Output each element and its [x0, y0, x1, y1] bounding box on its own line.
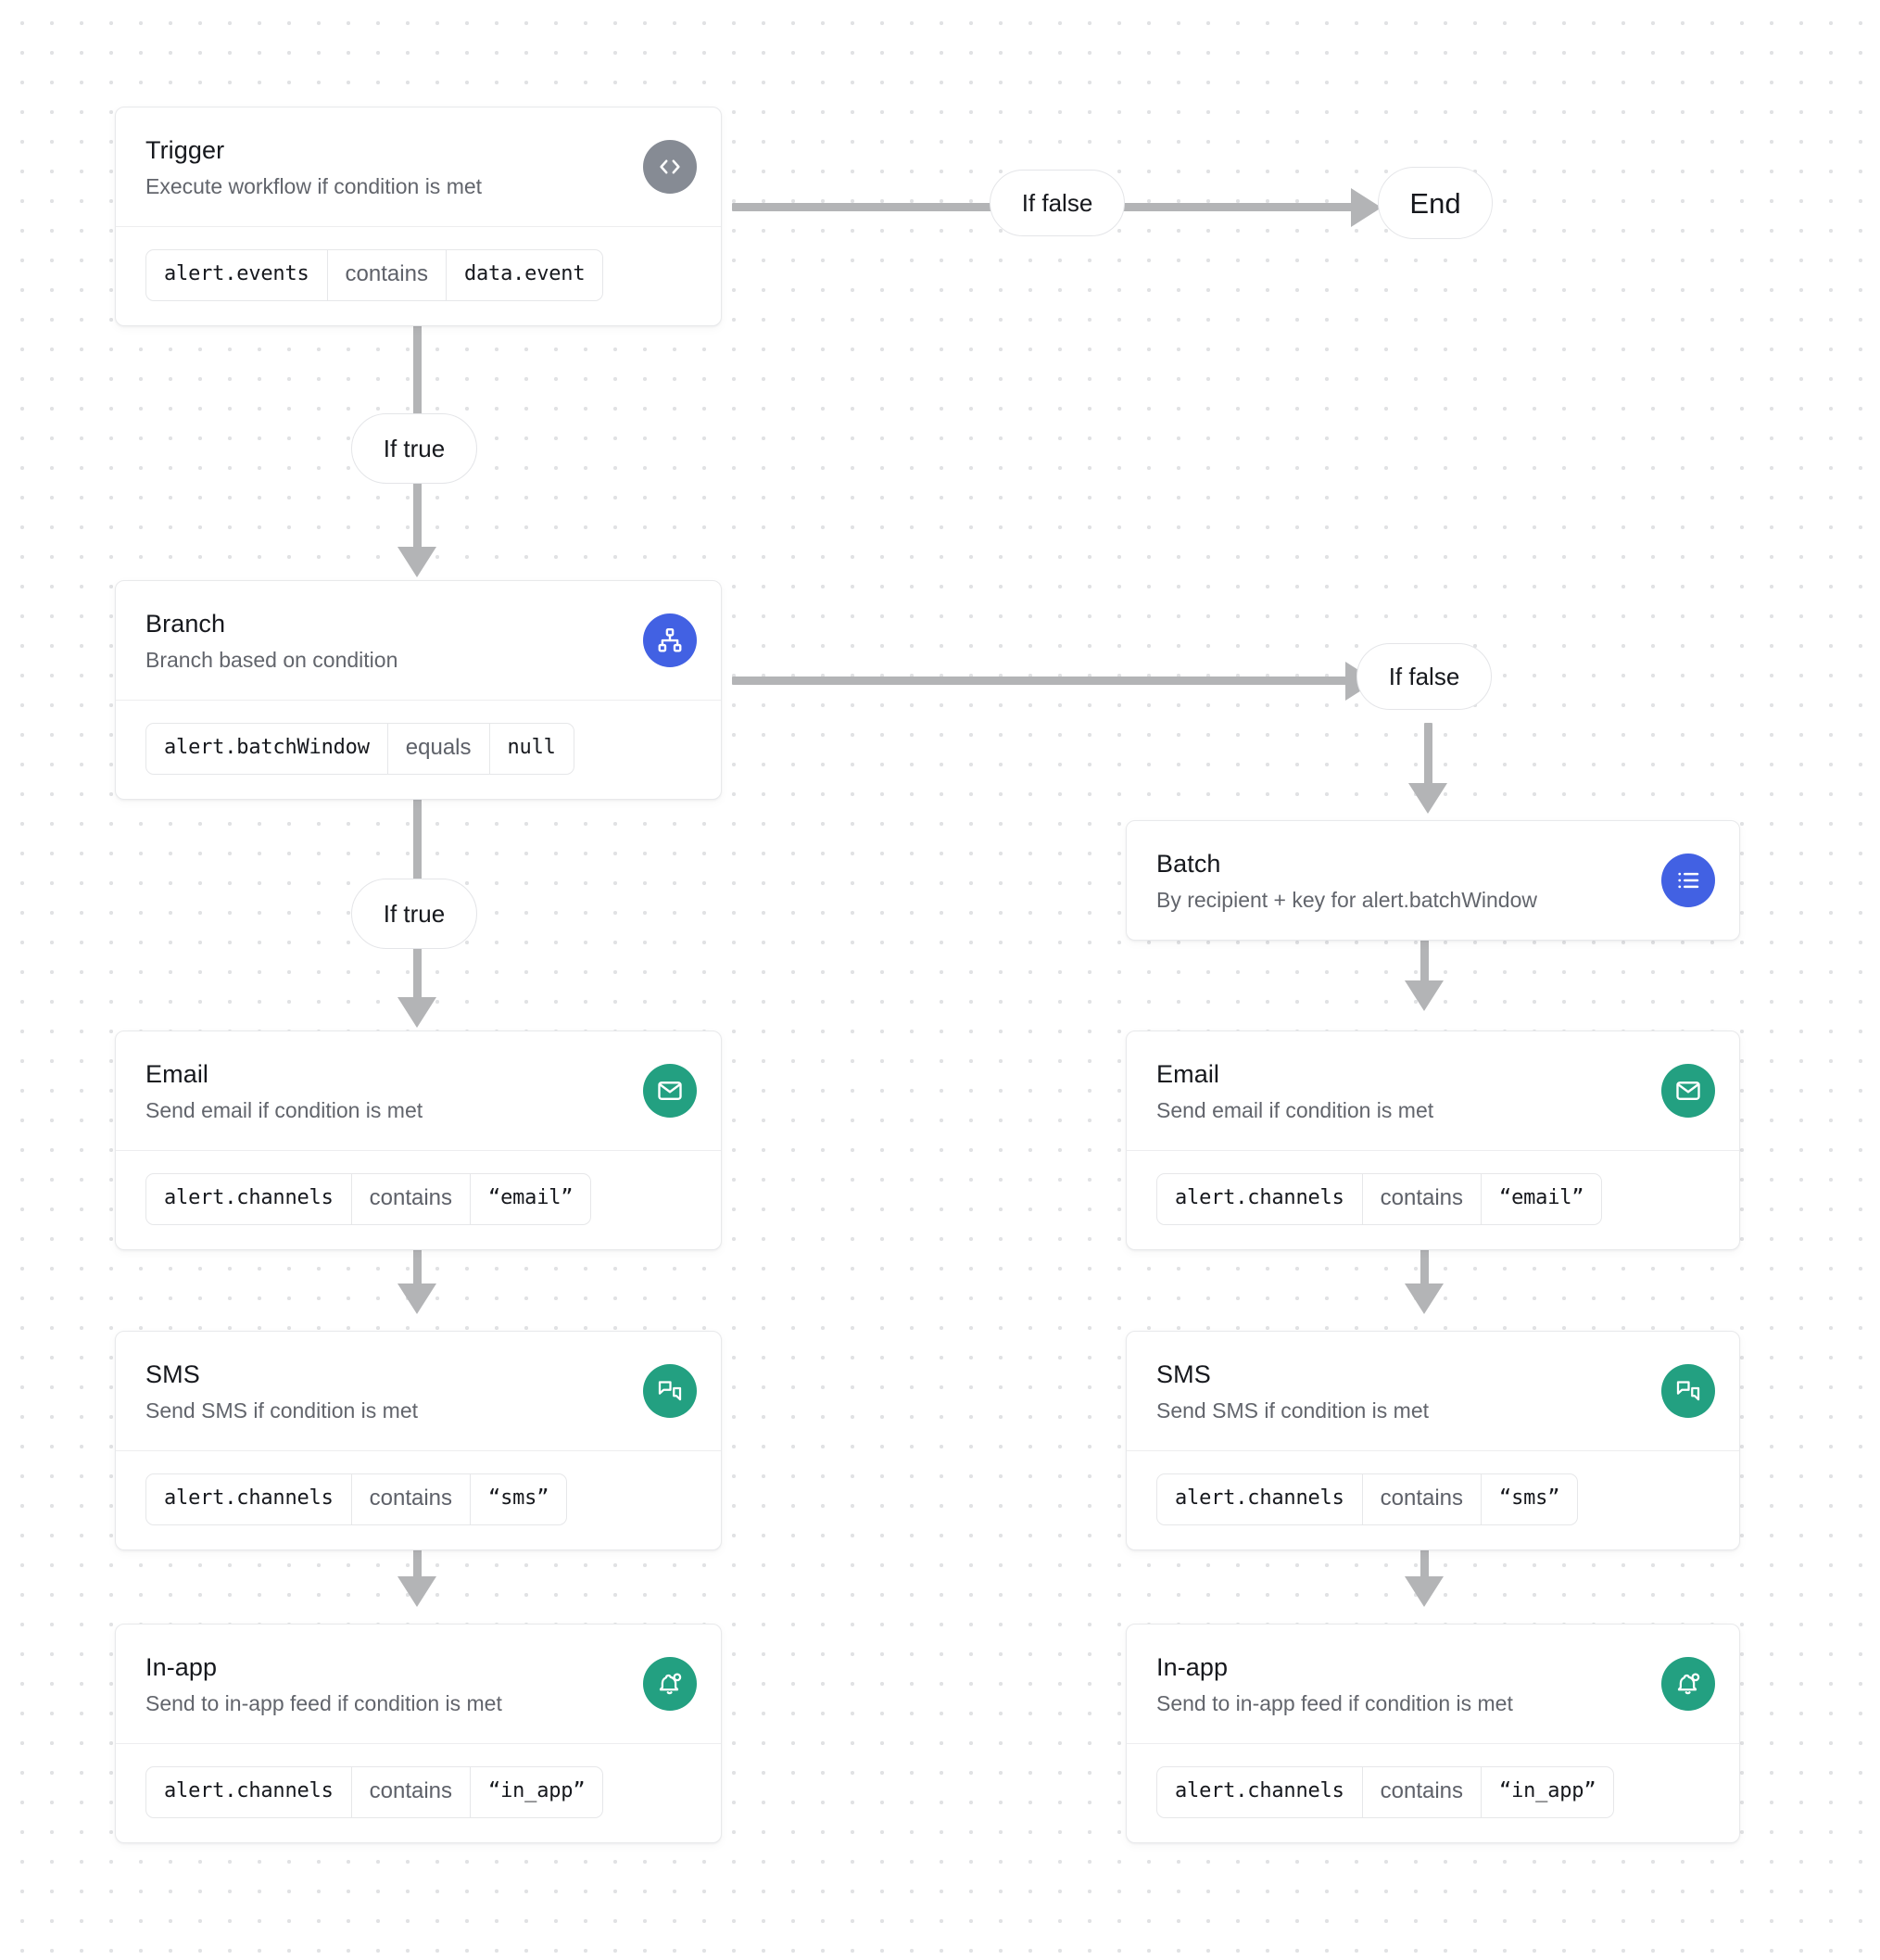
condition-value: null — [488, 724, 574, 774]
node-end-label: End — [1409, 186, 1461, 220]
node-branch-subtitle: Branch based on condition — [145, 648, 398, 672]
condition-operator: contains — [350, 1174, 470, 1224]
node-sms-left-header: SMS Send SMS if condition is met — [116, 1332, 721, 1450]
condition-field: alert.channels — [164, 1779, 334, 1802]
node-email-right-condition[interactable]: alert.channels contains “email” — [1127, 1150, 1739, 1249]
edge-label-branch-if-false[interactable]: If false — [1356, 643, 1492, 710]
node-end[interactable]: End — [1378, 167, 1493, 239]
condition-pill[interactable]: alert.events contains data.event — [145, 249, 604, 301]
node-trigger-title: Trigger — [145, 136, 225, 164]
condition-field: alert.channels — [164, 1186, 334, 1209]
node-email-right-title: Email — [1156, 1060, 1220, 1088]
node-email-left-subtitle: Send email if condition is met — [145, 1098, 423, 1122]
node-sms-right-condition[interactable]: alert.channels contains “sms” — [1127, 1450, 1739, 1549]
node-inapp-left-header: In-app Send to in-app feed if condition … — [116, 1625, 721, 1743]
bell-dot-icon — [643, 1657, 697, 1711]
condition-value: “in_app” — [470, 1767, 602, 1817]
node-branch-condition[interactable]: alert.batchWindow equals null — [116, 700, 721, 799]
node-email-left-title: Email — [145, 1060, 209, 1088]
condition-pill[interactable]: alert.channels contains “in_app” — [145, 1766, 604, 1818]
envelope-icon — [1661, 1064, 1715, 1118]
condition-operator: contains — [350, 1767, 470, 1817]
condition-operator: equals — [386, 724, 489, 774]
node-sms-left[interactable]: SMS Send SMS if condition is met alert.c… — [115, 1331, 722, 1550]
node-inapp-right-condition[interactable]: alert.channels contains “in_app” — [1127, 1743, 1739, 1842]
edge-label-text: If true — [383, 900, 446, 928]
node-inapp-right-header: In-app Send to in-app feed if condition … — [1127, 1625, 1739, 1743]
edge-label-trigger-if-true[interactable]: If true — [351, 413, 477, 484]
condition-pill[interactable]: alert.channels contains “email” — [1156, 1173, 1603, 1225]
condition-operator: contains — [1361, 1174, 1481, 1224]
condition-field: alert.events — [164, 262, 309, 285]
edge-label-text: If false — [1021, 189, 1093, 217]
node-inapp-left-subtitle: Send to in-app feed if condition is met — [145, 1691, 502, 1715]
node-sms-right[interactable]: SMS Send SMS if condition is met alert.c… — [1126, 1331, 1740, 1550]
node-branch[interactable]: Branch Branch based on condition alert.b… — [115, 580, 722, 800]
condition-value: “sms” — [470, 1474, 566, 1524]
hierarchy-icon — [643, 613, 697, 667]
condition-pill[interactable]: alert.channels contains “in_app” — [1156, 1766, 1615, 1818]
node-sms-right-subtitle: Send SMS if condition is met — [1156, 1398, 1430, 1423]
edge-label-text: If false — [1388, 663, 1460, 690]
condition-operator: contains — [350, 1474, 470, 1524]
node-inapp-left-title: In-app — [145, 1653, 218, 1681]
condition-operator: contains — [1361, 1767, 1481, 1817]
condition-value: “email” — [470, 1174, 590, 1224]
condition-value: “email” — [1481, 1174, 1601, 1224]
condition-value: “in_app” — [1481, 1767, 1613, 1817]
chat-bubbles-icon — [643, 1364, 697, 1418]
node-branch-header: Branch Branch based on condition — [116, 581, 721, 700]
node-inapp-left[interactable]: In-app Send to in-app feed if condition … — [115, 1624, 722, 1843]
condition-field: alert.channels — [164, 1486, 334, 1510]
condition-field: alert.channels — [1175, 1486, 1344, 1510]
node-email-left-header: Email Send email if condition is met — [116, 1031, 721, 1150]
node-email-right-header: Email Send email if condition is met — [1127, 1031, 1739, 1150]
node-sms-left-subtitle: Send SMS if condition is met — [145, 1398, 419, 1423]
node-inapp-right[interactable]: In-app Send to in-app feed if condition … — [1126, 1624, 1740, 1843]
node-sms-left-condition[interactable]: alert.channels contains “sms” — [116, 1450, 721, 1549]
edge-label-trigger-if-false[interactable]: If false — [990, 170, 1125, 236]
node-trigger-subtitle: Execute workflow if condition is met — [145, 174, 483, 198]
node-batch-subtitle: By recipient + key for alert.batchWindow — [1156, 888, 1537, 912]
list-icon — [1661, 854, 1715, 907]
condition-value: data.event — [445, 250, 602, 300]
condition-pill[interactable]: alert.channels contains “sms” — [1156, 1473, 1579, 1525]
envelope-icon — [643, 1064, 697, 1118]
node-trigger-condition[interactable]: alert.events contains data.event — [116, 226, 721, 325]
node-sms-right-header: SMS Send SMS if condition is met — [1127, 1332, 1739, 1450]
node-trigger[interactable]: Trigger Execute workflow if condition is… — [115, 107, 722, 326]
chat-bubbles-icon — [1661, 1364, 1715, 1418]
node-batch-header: Batch By recipient + key for alert.batch… — [1127, 821, 1739, 940]
node-sms-right-title: SMS — [1156, 1360, 1211, 1388]
node-email-left-condition[interactable]: alert.channels contains “email” — [116, 1150, 721, 1249]
node-sms-left-title: SMS — [145, 1360, 200, 1388]
condition-field: alert.channels — [1175, 1779, 1344, 1802]
condition-operator: contains — [326, 250, 446, 300]
code-brackets-icon — [643, 140, 697, 194]
condition-operator: contains — [1361, 1474, 1481, 1524]
node-batch[interactable]: Batch By recipient + key for alert.batch… — [1126, 820, 1740, 941]
node-branch-title: Branch — [145, 610, 226, 638]
condition-value: “sms” — [1481, 1474, 1577, 1524]
bell-dot-icon — [1661, 1657, 1715, 1711]
condition-pill[interactable]: alert.channels contains “sms” — [145, 1473, 568, 1525]
node-inapp-right-subtitle: Send to in-app feed if condition is met — [1156, 1691, 1513, 1715]
node-trigger-header: Trigger Execute workflow if condition is… — [116, 107, 721, 226]
node-email-left[interactable]: Email Send email if condition is met ale… — [115, 1031, 722, 1250]
condition-field: alert.channels — [1175, 1186, 1344, 1209]
condition-field: alert.batchWindow — [164, 736, 370, 759]
node-inapp-right-title: In-app — [1156, 1653, 1229, 1681]
edge-label-branch-if-true[interactable]: If true — [351, 879, 477, 949]
node-email-right-subtitle: Send email if condition is met — [1156, 1098, 1434, 1122]
edge-label-text: If true — [383, 435, 446, 462]
node-inapp-left-condition[interactable]: alert.channels contains “in_app” — [116, 1743, 721, 1842]
condition-pill[interactable]: alert.batchWindow equals null — [145, 723, 574, 775]
node-batch-title: Batch — [1156, 850, 1221, 878]
condition-pill[interactable]: alert.channels contains “email” — [145, 1173, 592, 1225]
node-email-right[interactable]: Email Send email if condition is met ale… — [1126, 1031, 1740, 1250]
